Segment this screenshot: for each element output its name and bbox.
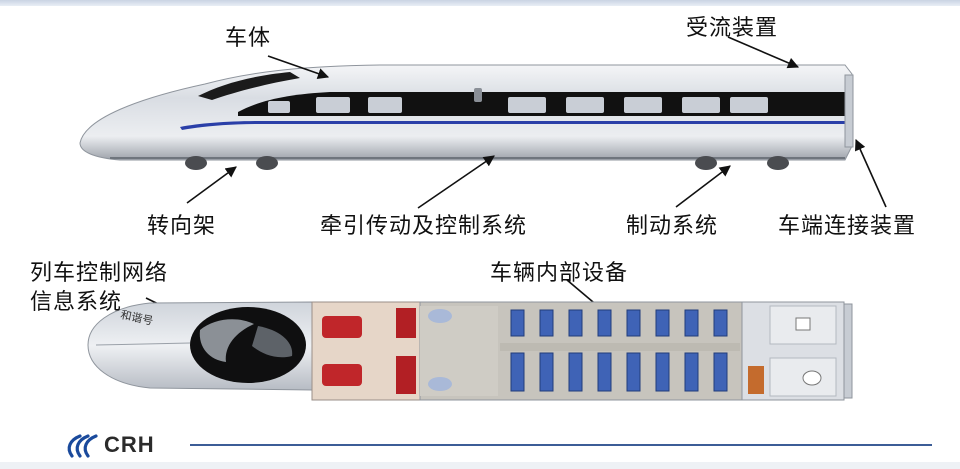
pantograph (474, 88, 482, 102)
label-traction-control: 牵引传动及控制系统 (320, 214, 528, 239)
cockpit-window (198, 72, 300, 100)
label-brake-system: 制动系统 (626, 214, 719, 239)
train-side-view (79, 64, 854, 170)
arrow-current-collector (727, 36, 800, 69)
crh-logo-text: CRH (104, 432, 155, 457)
arrow-bogie (186, 166, 237, 204)
passenger-seats (510, 309, 728, 392)
label-bogie: 转向架 (147, 214, 217, 239)
train-plan-view: 和谐号 (87, 301, 853, 401)
rear-coupler-end (844, 74, 854, 148)
label-network-line1: 列车控制网络 (30, 261, 169, 286)
label-network-line2: 信息系统 (30, 290, 123, 315)
plan-cockpit-glass (199, 319, 254, 362)
seat-red-2 (322, 364, 362, 386)
nose-mid-line (95, 342, 191, 346)
blue-stripe (180, 121, 845, 130)
seat-red-1 (322, 316, 362, 338)
label-interior-equipment: 车辆内部设备 (490, 261, 629, 286)
bottom-decoration-bar (0, 462, 960, 469)
plan-rear-end (843, 303, 853, 399)
arrow-coupler (855, 138, 887, 208)
arrow-traction (417, 155, 495, 209)
crh-logo-mark (67, 434, 98, 458)
vestibule-fixture-1 (428, 309, 452, 323)
plan-cockpit-glass-2 (252, 326, 293, 358)
sink-fixture (795, 317, 811, 331)
service-cabinet (748, 366, 764, 394)
arrow-brake (675, 165, 731, 208)
side-windows (268, 97, 768, 113)
footer-divider (190, 444, 932, 446)
top-decoration-bar (0, 0, 960, 6)
label-coupler-device: 车端连接装置 (778, 214, 917, 239)
nose-logo-text: 和谐号 (119, 307, 154, 328)
label-current-collector: 受流装置 (686, 16, 779, 41)
label-car-body: 车体 (225, 26, 272, 51)
seat-red-3 (396, 308, 416, 338)
arrow-car-body (267, 55, 330, 79)
toilet-fixture (802, 370, 822, 386)
seat-red-4 (396, 356, 416, 394)
vestibule-fixture-2 (428, 377, 452, 391)
aisle (500, 343, 740, 351)
wheels (185, 156, 789, 170)
